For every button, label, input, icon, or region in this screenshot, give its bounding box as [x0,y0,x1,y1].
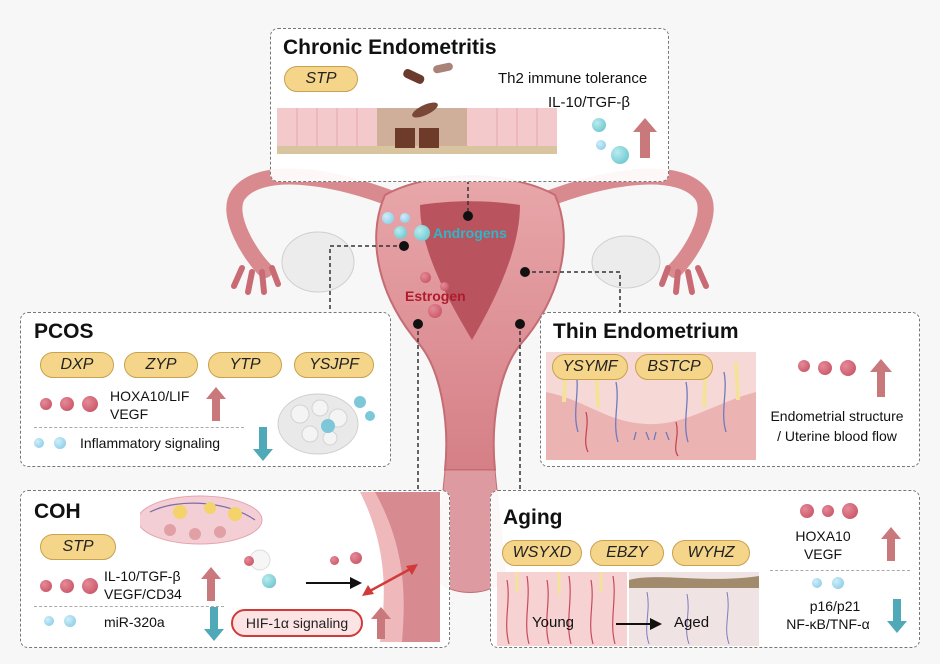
ce-blue-dot [596,140,606,150]
coh-hif-signaling-badge: HIF-1α signaling [231,609,363,637]
coh-down-arrow-icon [204,607,224,641]
te-pink-dot [818,361,832,375]
aging-blue-dot [812,578,822,588]
pcos-down-arrow-icon [253,427,273,461]
left-fallopian-tube [226,168,403,278]
uterine-cavity [420,201,520,340]
left-ovary [281,231,355,293]
aging-blue-dot [832,577,844,589]
aging-pill-ebzy: EBZY [590,540,664,566]
ce-pill-stp: STP [284,66,358,92]
te-line-bloodflow: / Uterine blood flow [777,428,897,444]
aging-title: Aging [503,506,563,529]
pcos-separator [34,427,244,428]
aging-aged-label: Aged [674,614,710,631]
te-line-structure: Endometrial structure [770,408,904,424]
pcos-pill-ytp: YTP [208,352,282,378]
coh-right-arrow-icon [306,577,362,589]
aging-separator [770,570,910,571]
aging-down-line-nfkb: NF-κB/TNF-α [786,616,870,632]
androgen-dot [414,225,430,241]
estrogen-dot [440,282,449,291]
pcos-down-line: Inflammatory signaling [80,435,221,451]
coh-up-line-il10: IL-10/TGF-β [104,568,181,584]
right-ovary [591,235,661,289]
aging-pill-wyhz: WYHZ [672,540,750,566]
aging-pink-dot [842,503,858,519]
aging-up-arrow-icon [881,527,901,561]
aging-up-line-hoxa10: HOXA10 [795,528,851,544]
coh-pill-stp: STP [40,534,116,560]
aging-pill-wsyxd: WSYXD [502,540,582,566]
coh-down-line: miR-320a [104,614,165,630]
aging-pink-dot [800,504,814,518]
aging-down-line-p16: p16/p21 [809,598,861,614]
pcos-up-line-hoxa10: HOXA10/LIF [110,388,190,404]
pcos-blue-dot [54,437,66,449]
pcos-polycystic-ovary-illustration [277,393,375,455]
ce-line-th2: Th2 immune tolerance [498,70,648,87]
right-fallopian-tube [537,168,714,278]
ce-endometrium-illustration [277,102,557,154]
aging-right-arrow-icon [616,618,662,630]
ce-blue-dot [592,118,606,132]
coh-hif-up-arrow-icon [371,607,391,639]
ce-bacteria-icon [403,62,453,84]
coh-pink-dot [60,579,74,593]
pcos-pill-zyp: ZYP [124,352,198,378]
coh-separator [34,606,224,607]
aging-pink-dot [822,505,834,517]
aging-endometrium-illustration [497,572,759,646]
pcos-title: PCOS [34,320,94,343]
coh-blue-dot [262,574,276,588]
coh-title: COH [34,500,81,523]
coh-pink-dot [40,580,52,592]
te-pill-bstcp: BSTCP [635,354,713,380]
androgen-dot [394,226,407,239]
androgens-label: Androgens [433,225,507,241]
coh-up-arrow-icon [201,567,221,601]
pcos-pill-dxp: DXP [40,352,114,378]
pcos-up-line-vegf: VEGF [110,406,149,422]
aging-up-line-vegf: VEGF [803,546,843,562]
ce-blue-dot [611,146,629,164]
pcos-pill-ysjpf: YSJPF [294,352,374,378]
coh-pink-dot [244,556,254,566]
te-pink-dot [798,360,810,372]
estrogen-dot [420,272,431,283]
coh-up-line-vegf: VEGF/CD34 [104,586,182,602]
aging-young-label: Young [532,614,574,631]
aging-down-arrow-icon [887,599,907,633]
androgen-dot [400,213,410,223]
pcos-pink-dot [82,396,98,412]
coh-pink-dot [350,552,362,564]
coh-pink-dot [82,578,98,594]
coh-pink-dot [330,556,339,565]
coh-blue-dot [64,615,76,627]
te-pink-dot [840,360,856,376]
pcos-blue-dot [34,438,44,448]
chronic-endometritis-title: Chronic Endometritis [283,36,497,59]
estrogen-label: Estrogen [405,288,466,304]
te-pill-ysymf: YSYMF [552,354,628,380]
pcos-pink-dot [40,398,52,410]
pcos-up-arrow-icon [206,387,226,421]
estrogen-dot [428,304,442,318]
ce-line-il10: IL-10/TGF-β [548,94,630,111]
androgen-dot [382,212,394,224]
ce-up-arrow-icon [633,118,657,158]
thin-endometrium-title: Thin Endometrium [553,320,739,343]
coh-thickness-arrow-icon [362,564,418,596]
pcos-pink-dot [60,397,74,411]
coh-blue-dot [44,616,54,626]
chronic-endometritis-panel [270,28,669,182]
te-up-arrow-icon [870,359,892,397]
